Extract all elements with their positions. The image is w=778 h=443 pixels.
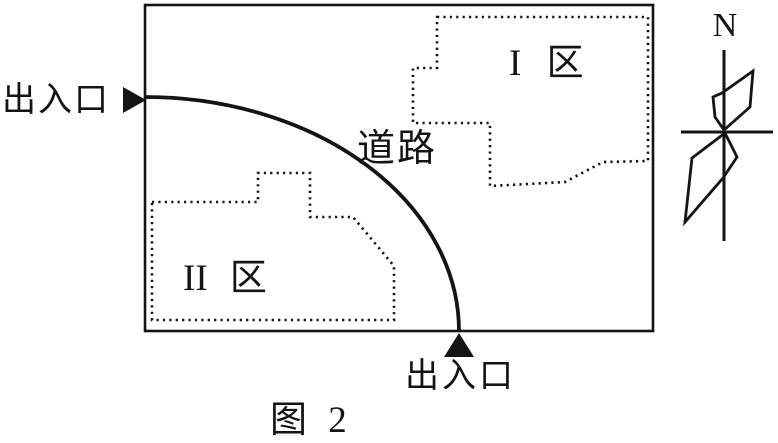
road-curve: [144, 95, 461, 332]
road-label: 道路: [357, 128, 438, 170]
entrance-left-marker: [123, 87, 146, 113]
region-2-label: II 区: [183, 258, 267, 299]
figure-caption: 图 2: [270, 400, 347, 441]
compass-lower-petal: [683, 130, 739, 227]
entrance-bottom-label: 出入口: [405, 358, 516, 395]
compass-upper-petal: [711, 68, 755, 133]
compass-north-label: N: [712, 7, 738, 44]
region-1-label: I 区: [509, 43, 584, 84]
compass-rose: [681, 50, 773, 241]
site-boundary-rect: [143, 3, 655, 333]
region-2-outline: [150, 171, 396, 322]
entrance-bottom-marker: [444, 333, 474, 357]
entrance-left-label: 出入口: [2, 82, 110, 119]
